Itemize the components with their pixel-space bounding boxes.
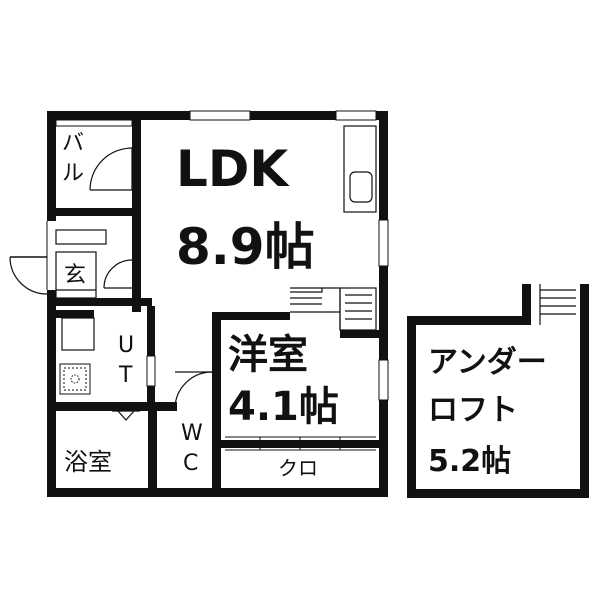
balcony-label-1: バ [62,131,84,156]
loft-size: 5.2帖 [428,444,511,479]
loft-name-line2: ロフト [428,393,518,428]
bath-label: 浴室 [64,448,112,476]
wc-door [174,371,213,410]
ldk-size: 8.9帖 [176,218,315,276]
windows [55,110,389,401]
closet-doors [225,436,376,451]
balcony-door [89,147,133,191]
entrance-label: 玄 [64,263,86,288]
wc-label-2: C [183,451,198,476]
western-room-size: 4.1帖 [228,384,339,430]
bath-door [112,410,140,421]
ldk-name: LDK [176,140,290,198]
western-room-name: 洋室 [228,332,308,378]
ldk-stairs [290,287,377,331]
entrance-door [9,221,48,295]
closet-label: クロ [278,456,318,480]
balcony-label-2: ル [62,161,84,186]
kitchen [343,125,377,213]
ut-label-2: T [118,363,133,388]
ut-label-1: U [118,333,134,358]
genkan-details [55,229,133,351]
loft-name-line1: アンダー [428,345,547,380]
washing-machine-pan [59,363,91,395]
loft-stairs [539,284,576,325]
wc-label-1: W [181,421,203,446]
